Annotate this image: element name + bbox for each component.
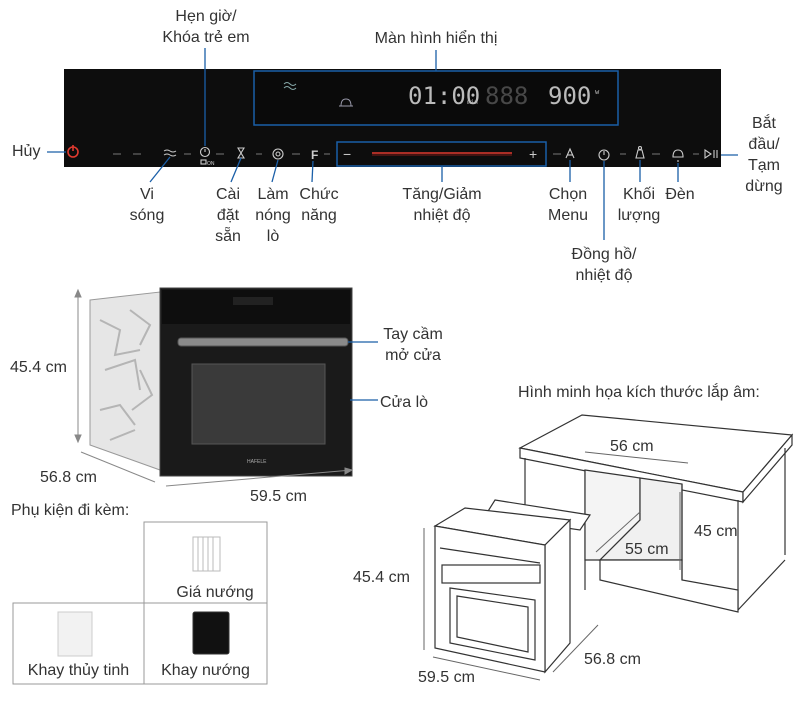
label-microwave: Vi sóng	[129, 186, 165, 224]
accessory-grill-rack: Giá nướng	[176, 584, 254, 601]
label-menu: Chọn Menu	[547, 186, 589, 224]
accessories-title: Phụ kiện đi kèm:	[11, 502, 130, 519]
oven-side-panel	[89, 291, 161, 471]
label-cabinet-height: 45 cm	[694, 523, 738, 540]
label-cabinet-depth: 55 cm	[625, 541, 669, 558]
bell-icon	[339, 98, 353, 107]
install-dimension-lines	[423, 451, 689, 681]
panel-callouts	[47, 48, 738, 240]
display-window	[253, 70, 619, 126]
display-power: 900	[548, 82, 591, 110]
function-icon[interactable]: F	[311, 148, 318, 162]
baking-tray-icon	[192, 611, 230, 655]
oven-callouts	[348, 341, 378, 401]
label-oven-depth: 56.8 cm	[40, 469, 97, 486]
oven-line-drawing	[433, 499, 592, 674]
power-icon[interactable]	[67, 145, 79, 158]
menu-icon[interactable]	[565, 147, 575, 159]
display-ghost-digits: 888	[485, 82, 528, 110]
light-icon[interactable]	[672, 149, 684, 162]
microwave-icon	[283, 82, 297, 90]
label-oven-height: 45.4 cm	[10, 359, 67, 376]
glass-tray-icon	[57, 611, 93, 657]
accessory-glass-tray: Khay thủy tinh	[27, 662, 130, 679]
label-oven-width: 59.5 cm	[250, 488, 307, 505]
preheat-icon[interactable]	[272, 148, 284, 160]
display-power-unit: w	[595, 88, 600, 96]
label-install-oven-width: 59.5 cm	[418, 669, 475, 686]
label-install-oven-depth: 56.8 cm	[584, 651, 641, 668]
label-cancel: Hủy	[12, 143, 41, 160]
oven-dimension-lines	[74, 288, 354, 487]
oven-handle[interactable]	[177, 337, 349, 347]
temp-plus-button[interactable]: +	[529, 146, 537, 162]
microwave-button-icon[interactable]	[163, 149, 177, 157]
label-temp-adjust: Tăng/Giảm nhiệt độ	[402, 186, 482, 224]
label-handle: Tay cầm mở cửa	[383, 326, 443, 364]
label-preheat: Làm nóng lò	[255, 186, 291, 245]
oven-window	[191, 363, 326, 445]
install-title: Hình minh họa kích thước lắp âm:	[518, 384, 760, 401]
label-weight: Khối lượng	[617, 186, 661, 224]
label-clock-temp: Đồng hồ/ nhiệt độ	[571, 246, 637, 284]
start-pause-icon[interactable]	[704, 148, 718, 160]
label-cabinet-width: 56 cm	[610, 438, 654, 455]
label-install-oven-height: 45.4 cm	[353, 569, 410, 586]
timer-lock-icon[interactable]: ON	[199, 146, 215, 168]
svg-text:ON: ON	[207, 161, 215, 167]
display-time-unit: min	[467, 99, 478, 106]
label-start-pause: Bắt đầu/ Tạm dừng	[745, 115, 783, 195]
cabinet-drawing	[518, 414, 794, 613]
preset-icon[interactable]	[237, 147, 245, 159]
clock-temp-icon[interactable]	[598, 149, 610, 161]
oven-brand-label: HAFELE	[247, 459, 267, 465]
accessory-baking-tray: Khay nướng	[161, 662, 250, 679]
label-door: Cửa lò	[380, 394, 429, 411]
label-preset: Cài đặt sẵn	[215, 186, 241, 245]
display-time: 01:00	[408, 82, 480, 110]
oven-side-pattern	[99, 309, 154, 441]
label-timer-lock: Hẹn giờ/ Khóa trẻ em	[162, 8, 250, 46]
oven-mini-display	[233, 297, 273, 305]
accessories-grid	[12, 521, 268, 685]
weight-icon[interactable]	[635, 145, 645, 159]
temp-minus-button[interactable]: −	[343, 146, 351, 162]
grill-rack-icon	[192, 536, 221, 572]
label-light: Đèn	[665, 186, 695, 203]
oven-control-strip	[162, 290, 350, 324]
label-display: Màn hình hiển thị	[374, 30, 498, 47]
label-function: Chức năng	[299, 186, 339, 224]
